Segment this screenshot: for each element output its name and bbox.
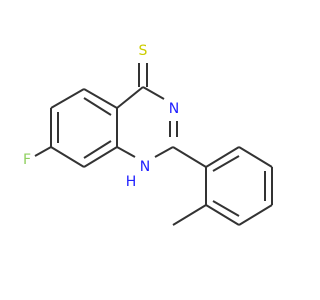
bond-c8-c8a-2 (83, 140, 112, 159)
atom-f-label: F (23, 152, 31, 168)
molecule-diagram: S N N H F (23, 43, 273, 226)
bond-ar6-methyl (172, 204, 207, 226)
bond-ar1-ar2-1 (205, 146, 240, 168)
bond-c4a-c5-1 (83, 88, 118, 109)
bond-c4a-c5-2 (83, 97, 112, 116)
bond-ar2-ar3 (238, 146, 273, 168)
bond-c2-n1 (154, 146, 174, 158)
bond-c2-aryl (172, 146, 207, 168)
bonds (34, 63, 273, 226)
atom-h-label: H (126, 174, 137, 190)
bond-ar4-ar5 (238, 204, 273, 226)
atom-s-label: S (139, 43, 148, 59)
atom-n1-label: N (140, 159, 150, 175)
bond-c5-c6 (50, 88, 85, 109)
bond-c7-c8 (50, 146, 85, 168)
atom-n3-label: N (169, 101, 179, 117)
bond-n1-c8a (116, 146, 136, 158)
atom-labels: S N N H F (23, 43, 179, 190)
bond-ar1-ar2-2 (212, 155, 240, 172)
bond-ar5-ar6-2 (212, 200, 240, 217)
bond-c4a-c4 (116, 86, 144, 109)
bond-ar5-ar6-1 (205, 204, 240, 226)
bond-c7-f (34, 146, 52, 157)
bond-c8-c8a-1 (83, 146, 118, 168)
bond-c4-n3 (142, 86, 165, 100)
